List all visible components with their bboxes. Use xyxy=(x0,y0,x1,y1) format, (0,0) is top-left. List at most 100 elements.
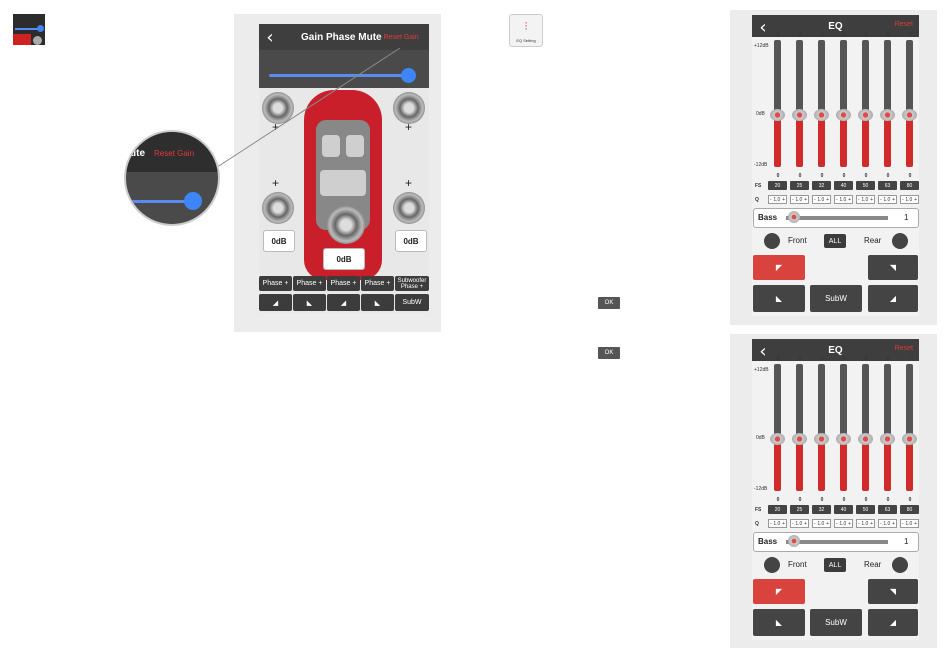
front-toggle[interactable] xyxy=(764,233,780,249)
back-icon[interactable]: ‹ xyxy=(759,17,767,38)
subwoofer-phase-button[interactable]: Subwoofer Phase + xyxy=(395,276,429,291)
frequency-box[interactable]: 20 xyxy=(768,181,787,190)
frequency-box[interactable]: 20 xyxy=(768,505,787,514)
eq-slider-knob[interactable] xyxy=(792,433,807,445)
speaker-front-left-button[interactable]: ◤ xyxy=(753,579,805,604)
q-box[interactable]: -1.0+ xyxy=(856,519,875,528)
speaker-select-icon[interactable]: ◣ xyxy=(293,294,326,311)
rear-toggle[interactable] xyxy=(892,557,908,573)
speaker-front-right-button[interactable]: ◥ xyxy=(868,255,918,280)
bass-slider-track[interactable] xyxy=(786,216,888,220)
plus-icon[interactable]: + xyxy=(405,120,413,134)
frequency-box[interactable]: 25 xyxy=(790,505,809,514)
speaker-rear-left-icon[interactable] xyxy=(262,192,294,224)
frequency-box[interactable]: 32 xyxy=(812,505,831,514)
gain-slider-knob[interactable] xyxy=(401,68,416,83)
bass-slider-knob[interactable] xyxy=(788,535,800,547)
eq-slider-track[interactable] xyxy=(818,40,825,115)
back-icon[interactable]: ‹ xyxy=(759,341,767,362)
eq-slider-knob[interactable] xyxy=(836,109,851,121)
speaker-rear-right-button[interactable]: ◢ xyxy=(868,609,918,636)
speaker-select-icon[interactable]: ◣ xyxy=(361,294,394,311)
eq-slider-track[interactable] xyxy=(840,40,847,115)
eq-slider-knob[interactable] xyxy=(902,109,917,121)
eq-reset-button[interactable]: Reset xyxy=(894,345,913,352)
rear-toggle[interactable] xyxy=(892,233,908,249)
eq-slider-knob[interactable] xyxy=(880,109,895,121)
frequency-box[interactable]: 25 xyxy=(790,181,809,190)
speaker-rear-right-button[interactable]: ◢ xyxy=(868,285,918,312)
frequency-box[interactable]: 50 xyxy=(856,181,875,190)
subw-button[interactable]: SubW xyxy=(810,285,862,312)
eq-setting-app-icon[interactable]: ⫶ EQ Setting xyxy=(509,14,543,47)
all-button[interactable]: ALL xyxy=(824,558,846,572)
bass-slider-track[interactable] xyxy=(786,540,888,544)
phase-button-3[interactable]: Phase + xyxy=(327,276,360,291)
speaker-front-right-icon[interactable] xyxy=(393,92,425,124)
eq-reset-button[interactable]: Reset xyxy=(894,21,913,28)
frequency-box[interactable]: 63 xyxy=(878,181,897,190)
plus-icon[interactable]: + xyxy=(272,120,280,134)
q-box[interactable]: -1.0+ xyxy=(790,195,809,204)
frequency-box[interactable]: 80 xyxy=(900,181,919,190)
subwoofer-icon[interactable] xyxy=(327,206,365,244)
eq-slider-knob[interactable] xyxy=(858,433,873,445)
phase-button-1[interactable]: Phase + xyxy=(259,276,292,291)
eq-slider-knob[interactable] xyxy=(880,433,895,445)
speaker-front-right-button[interactable]: ◥ xyxy=(868,579,918,604)
frequency-box[interactable]: 40 xyxy=(834,181,853,190)
front-toggle[interactable] xyxy=(764,557,780,573)
ok-button-1[interactable]: OK xyxy=(598,297,620,309)
eq-slider-knob[interactable] xyxy=(902,433,917,445)
eq-slider-knob[interactable] xyxy=(770,109,785,121)
q-box[interactable]: -1.0+ xyxy=(878,519,897,528)
q-box[interactable]: -1.0+ xyxy=(790,519,809,528)
speaker-rear-right-icon[interactable] xyxy=(393,192,425,224)
q-box[interactable]: -1.0+ xyxy=(768,519,787,528)
phase-button-4[interactable]: Phase + xyxy=(361,276,394,291)
eq-slider-knob[interactable] xyxy=(792,109,807,121)
frequency-box[interactable]: 63 xyxy=(878,505,897,514)
subw-button[interactable]: SubW xyxy=(395,294,429,311)
eq-slider-knob[interactable] xyxy=(770,433,785,445)
all-button[interactable]: ALL xyxy=(824,234,846,248)
tab-gain[interactable]: Gain xyxy=(301,31,324,43)
eq-slider-track[interactable] xyxy=(840,364,847,439)
q-box[interactable]: -1.0+ xyxy=(900,195,919,204)
eq-slider-track[interactable] xyxy=(796,364,803,439)
q-box[interactable]: -1.0+ xyxy=(768,195,787,204)
eq-slider-track[interactable] xyxy=(818,364,825,439)
frequency-box[interactable]: 50 xyxy=(856,505,875,514)
q-box[interactable]: -1.0+ xyxy=(812,519,831,528)
eq-slider-knob[interactable] xyxy=(858,109,873,121)
speaker-front-left-button[interactable]: ◤ xyxy=(753,255,805,280)
tab-mute[interactable]: Mute xyxy=(358,31,382,43)
subw-button[interactable]: SubW xyxy=(810,609,862,636)
back-icon[interactable]: ‹ xyxy=(266,26,274,48)
eq-slider-track[interactable] xyxy=(862,40,869,115)
speaker-rear-left-button[interactable]: ◣ xyxy=(753,285,805,312)
tab-phase[interactable]: Phase xyxy=(326,31,356,43)
bass-slider-knob[interactable] xyxy=(788,211,800,223)
plus-icon[interactable]: + xyxy=(272,176,280,190)
plus-icon[interactable]: + xyxy=(405,176,413,190)
eq-slider-knob[interactable] xyxy=(836,433,851,445)
frequency-box[interactable]: 80 xyxy=(900,505,919,514)
eq-slider-track[interactable] xyxy=(884,364,891,439)
eq-slider-track[interactable] xyxy=(774,40,781,115)
speaker-front-left-icon[interactable] xyxy=(262,92,294,124)
eq-slider-track[interactable] xyxy=(906,40,913,115)
phase-button-2[interactable]: Phase + xyxy=(293,276,326,291)
frequency-box[interactable]: 32 xyxy=(812,181,831,190)
q-box[interactable]: -1.0+ xyxy=(900,519,919,528)
gain-slider-track[interactable] xyxy=(269,74,409,77)
q-box[interactable]: -1.0+ xyxy=(856,195,875,204)
eq-slider-track[interactable] xyxy=(884,40,891,115)
eq-slider-track[interactable] xyxy=(906,364,913,439)
reset-gain-button[interactable]: Reset Gain xyxy=(383,33,419,41)
ok-button-2[interactable]: OK xyxy=(598,347,620,359)
frequency-box[interactable]: 40 xyxy=(834,505,853,514)
q-box[interactable]: -1.0+ xyxy=(878,195,897,204)
q-box[interactable]: -1.0+ xyxy=(834,519,853,528)
eq-slider-knob[interactable] xyxy=(814,109,829,121)
